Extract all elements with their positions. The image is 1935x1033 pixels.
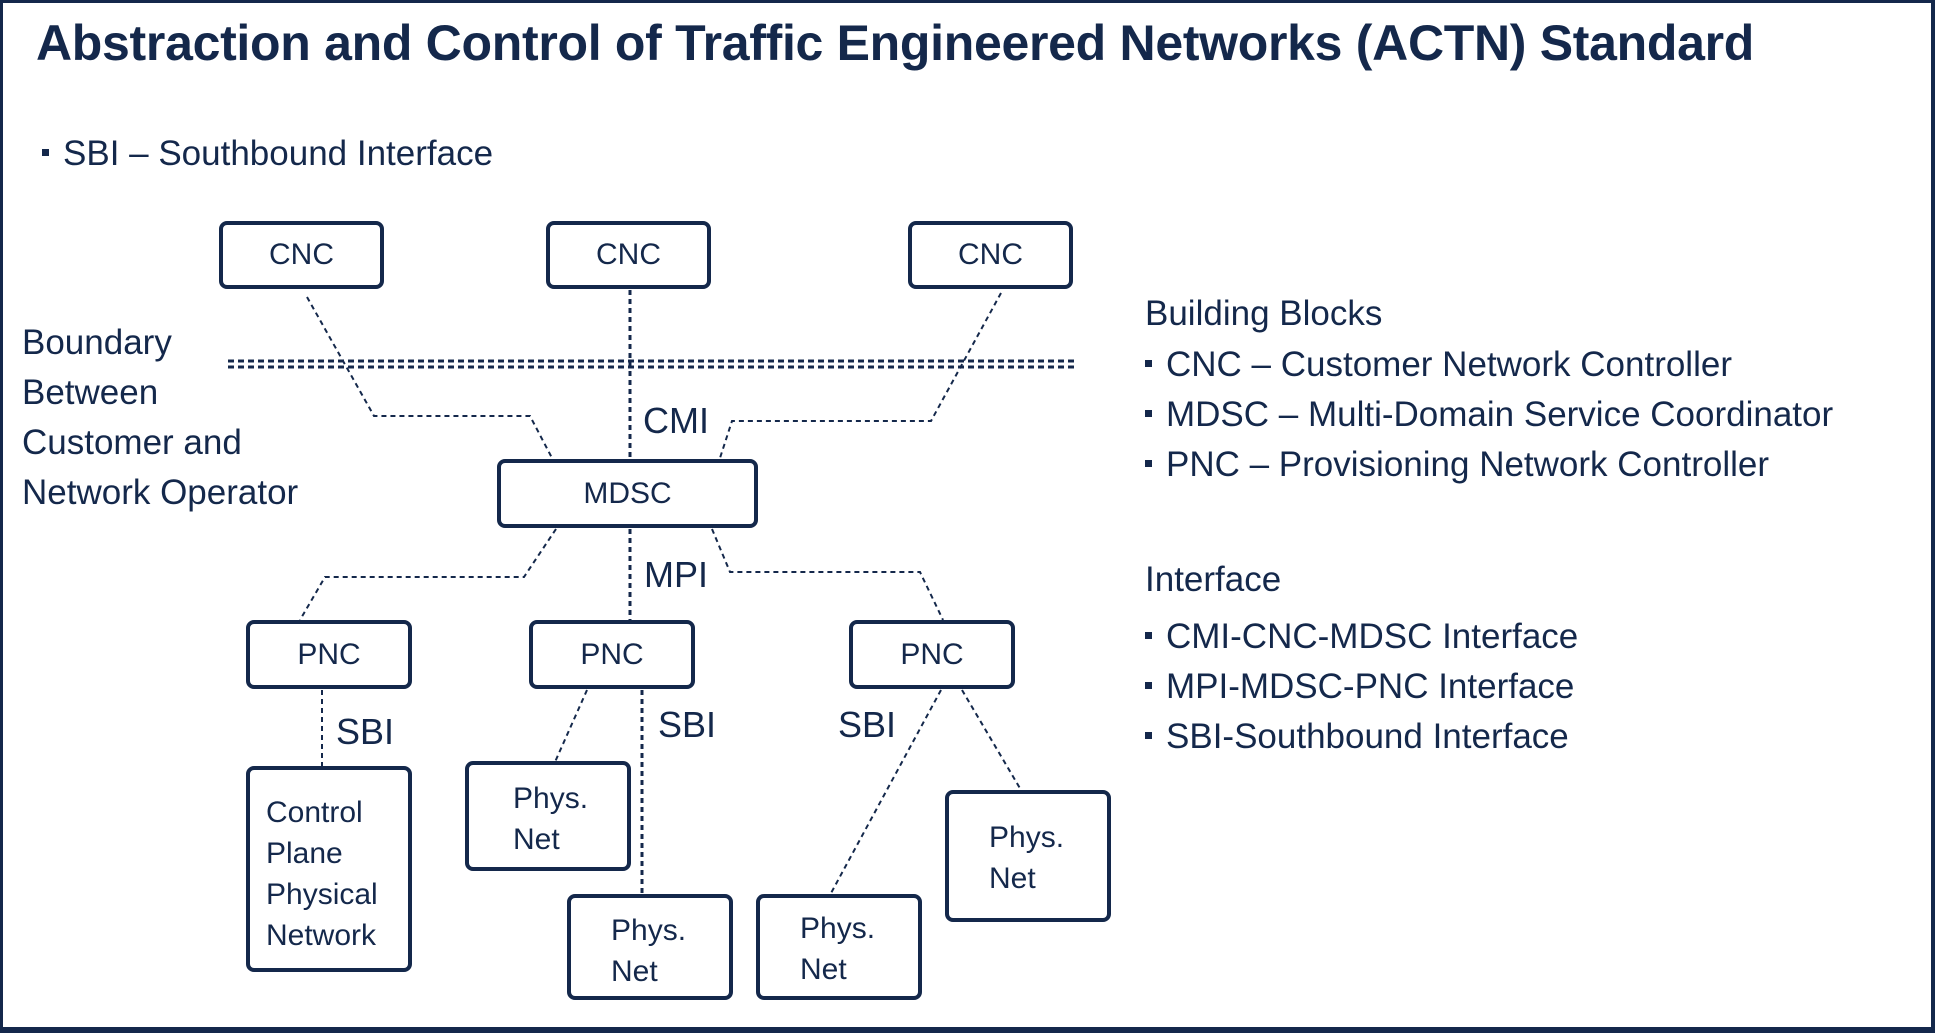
bullet-icon: [1145, 410, 1152, 418]
interfaces-heading: Interface: [1145, 560, 1282, 599]
cnc-box-left: CNC: [219, 221, 384, 289]
pnc-box-left: PNC: [246, 620, 412, 689]
sbi-note: SBI – Southbound Interface: [42, 134, 493, 174]
boundary-label: Boundary Between Customer and Network Op…: [22, 318, 298, 518]
building-block-item: MDSC – Multi-Domain Service Coordinator: [1145, 390, 1833, 440]
phys-net-line: Phys.: [800, 912, 876, 945]
interface-text: CMI-CNC-MDSC Interface: [1166, 617, 1579, 656]
sbi-link-center-a: [554, 689, 588, 763]
mpi-link-right: [711, 528, 944, 621]
interface-text: SBI-Southbound Interface: [1166, 717, 1569, 756]
phys-net-line: Net: [800, 953, 847, 986]
pnc-box-right: PNC: [849, 620, 1015, 689]
building-blocks-heading: Building Blocks: [1145, 294, 1383, 333]
cnc-box-label: CNC: [958, 238, 1023, 271]
sbi-note-text: SBI – Southbound Interface: [63, 134, 494, 173]
bullet-icon: [1145, 732, 1152, 740]
phys-net-box-3: Phys. Net: [756, 894, 922, 1000]
slide-title: Abstraction and Control of Traffic Engin…: [36, 15, 1755, 71]
pnc-box-label: PNC: [297, 637, 361, 671]
cmi-label: CMI: [643, 400, 709, 441]
sbi-label-right: SBI: [838, 704, 897, 745]
mpi-label: MPI: [644, 554, 709, 595]
pnc-box-label: PNC: [900, 637, 964, 671]
pnc-box-center: PNC: [529, 620, 695, 689]
boundary-line: Customer and: [22, 423, 242, 462]
control-plane-line: Plane: [266, 837, 343, 870]
building-block-item: PNC – Provisioning Network Controller: [1145, 440, 1833, 490]
control-plane-line: Physical: [266, 878, 378, 911]
building-blocks-section: Building Blocks CNC – Customer Network C…: [1145, 294, 1833, 490]
building-block-text: MDSC – Multi-Domain Service Coordinator: [1166, 395, 1834, 434]
bullet-icon: [42, 149, 49, 157]
phys-net-line: Phys.: [989, 821, 1065, 854]
mdsc-box-label: MDSC: [583, 476, 672, 510]
bullet-icon: [1145, 360, 1152, 368]
bullet-icon: [1145, 460, 1152, 468]
pnc-box-label: PNC: [580, 637, 644, 671]
phys-net-box-1: Phys. Net: [465, 761, 631, 871]
phys-net-box-4: Phys. Net: [945, 790, 1111, 922]
phys-net-box-2: Phys. Net: [567, 894, 733, 1000]
control-plane-line: Network: [266, 919, 377, 952]
sbi-link-right-b: [961, 689, 1022, 791]
cnc-box-right: CNC: [908, 221, 1073, 289]
cnc-box-center: CNC: [546, 221, 711, 289]
sbi-link-right-a: [829, 689, 942, 896]
building-block-text: CNC – Customer Network Controller: [1166, 345, 1732, 384]
mdsc-box: MDSC: [497, 459, 758, 528]
building-block-item: CNC – Customer Network Controller: [1145, 340, 1833, 390]
phys-net-line: Net: [989, 862, 1036, 895]
interfaces-section: Interface CMI-CNC-MDSC Interface MPI-MDS…: [1145, 560, 1578, 762]
cmi-link-left: [306, 296, 553, 459]
control-plane-box: Control Plane Physical Network: [246, 766, 412, 972]
bullet-icon: [1145, 632, 1152, 640]
interface-item: CMI-CNC-MDSC Interface: [1145, 612, 1578, 662]
building-block-text: PNC – Provisioning Network Controller: [1166, 445, 1769, 484]
cmi-link-right: [719, 292, 1002, 459]
interface-item: MPI-MDSC-PNC Interface: [1145, 662, 1578, 712]
sbi-label-left: SBI: [336, 711, 395, 752]
boundary-line: Boundary: [22, 323, 172, 362]
phys-net-line: Phys.: [611, 914, 687, 947]
bullet-icon: [1145, 682, 1152, 690]
control-plane-line: Control: [266, 796, 363, 829]
interface-text: MPI-MDSC-PNC Interface: [1166, 667, 1575, 706]
sbi-label-center: SBI: [658, 704, 717, 745]
boundary-line: Between: [22, 373, 159, 412]
mpi-link-left: [299, 528, 557, 621]
cnc-box-label: CNC: [269, 238, 334, 271]
phys-net-line: Net: [513, 823, 560, 856]
phys-net-line: Net: [611, 955, 658, 988]
cnc-box-label: CNC: [596, 238, 661, 271]
boundary-line: Network Operator: [22, 473, 299, 512]
interface-item: SBI-Southbound Interface: [1145, 712, 1578, 762]
phys-net-line: Phys.: [513, 782, 589, 815]
